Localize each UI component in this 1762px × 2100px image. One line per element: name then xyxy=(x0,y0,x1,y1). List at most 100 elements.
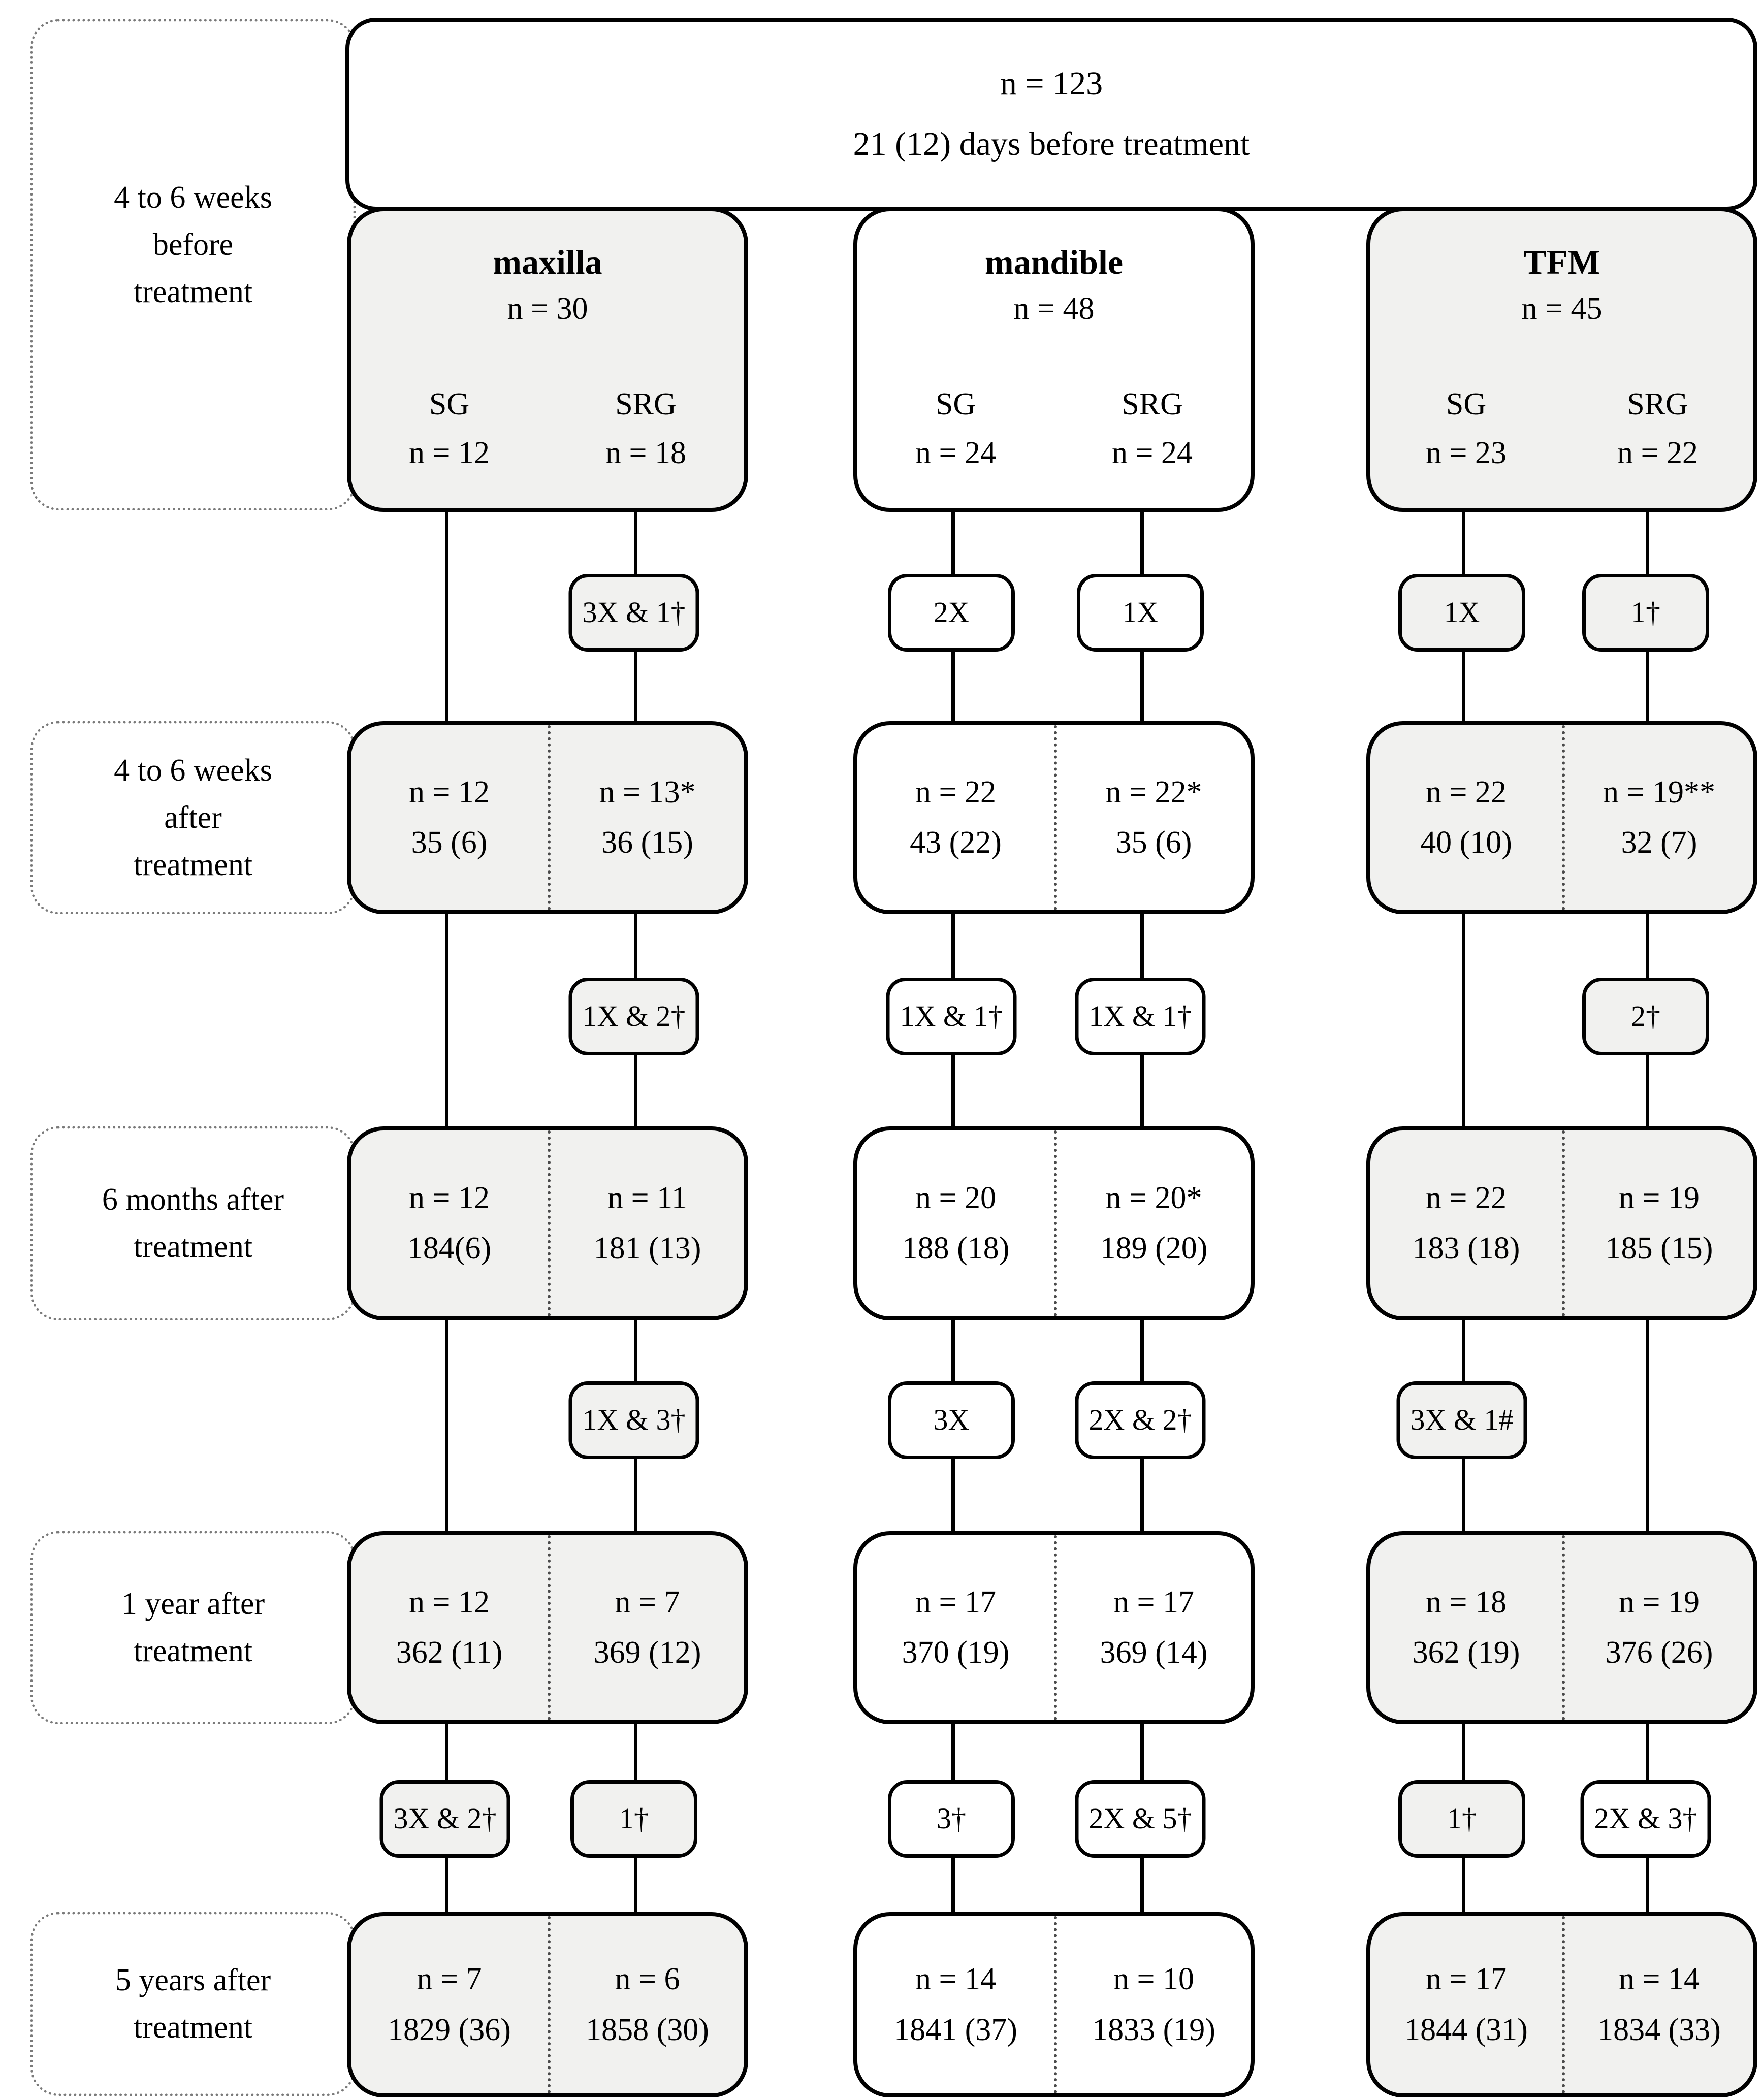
group-box-tfm: TFM n = 45 SG n = 23 SRG n = 22 xyxy=(1366,207,1757,512)
stage-box-maxilla-5-years: n = 7 1829 (36) n = 6 1858 (30) xyxy=(347,1912,748,2097)
stage-box-mandible-4-6-weeks: n = 22 43 (22) n = 22* 35 (6) xyxy=(853,721,1255,914)
subgroup-sg: SG n = 24 xyxy=(857,380,1054,477)
stage-n: n = 14 xyxy=(915,1962,996,1997)
dropout-mandible-srg-gap3: 2X & 2† xyxy=(1075,1381,1206,1459)
stage-sg: n = 7 1829 (36) xyxy=(351,1916,548,2093)
stage-sg: n = 22 43 (22) xyxy=(857,725,1054,910)
dropout-maxilla-srg-gap3: 1X & 3† xyxy=(568,1381,699,1459)
row-label-5-years-after: 5 years after treatment xyxy=(30,1912,356,2096)
stage-value: 1844 (31) xyxy=(1404,2012,1528,2047)
subgroup-n: n = 24 xyxy=(915,435,996,470)
stage-n: n = 22 xyxy=(915,774,996,810)
enrollment-box: n = 123 21 (12) days before treatment xyxy=(345,18,1757,211)
subgroup-sg: SG n = 23 xyxy=(1370,380,1562,477)
stage-box-maxilla-6-months: n = 12 184(6) n = 11 181 (13) xyxy=(347,1126,748,1320)
stage-value: 369 (12) xyxy=(593,1635,701,1670)
row-label-line: 1 year after xyxy=(121,1587,265,1621)
row-label-line: treatment xyxy=(133,1634,253,1668)
stage-srg: n = 19 185 (15) xyxy=(1562,1130,1753,1316)
stage-box-tfm-6-months: n = 22 183 (18) n = 19 185 (15) xyxy=(1366,1126,1757,1320)
stage-box-maxilla-4-6-weeks: n = 12 35 (6) n = 13* 36 (15) xyxy=(347,721,748,914)
dropout-maxilla-srg-gap2: 1X & 2† xyxy=(568,978,699,1055)
subgroup-label: SRG xyxy=(615,386,677,422)
enrollment-timing: 21 (12) days before treatment xyxy=(853,125,1250,163)
row-label-line: treatment xyxy=(133,847,253,882)
stage-srg: n = 10 1833 (19) xyxy=(1054,1916,1251,2093)
connector-maxilla-sg-gap2 xyxy=(445,912,448,1130)
group-subgroups: SG n = 12 SRG n = 18 xyxy=(351,380,744,477)
stage-value: 188 (18) xyxy=(902,1231,1010,1266)
stage-n: n = 6 xyxy=(615,1962,680,1997)
stage-sg: n = 17 1844 (31) xyxy=(1370,1916,1562,2093)
stage-n: n = 7 xyxy=(615,1585,680,1620)
stage-value: 183 (18) xyxy=(1412,1231,1520,1266)
dropout-tfm-srg-gap2: 2† xyxy=(1582,978,1709,1055)
stage-value: 35 (6) xyxy=(411,825,488,860)
stage-value: 1833 (19) xyxy=(1092,2012,1215,2047)
subgroup-sg: SG n = 12 xyxy=(351,380,548,477)
group-title: maxilla xyxy=(493,243,602,281)
stage-n: n = 19 xyxy=(1619,1180,1700,1215)
row-label-line: 5 years after xyxy=(115,1963,271,1997)
stage-value: 362 (11) xyxy=(396,1635,503,1670)
stage-sg: n = 18 362 (19) xyxy=(1370,1535,1562,1720)
group-title: mandible xyxy=(984,243,1124,281)
subgroup-label: SG xyxy=(429,386,470,422)
stage-box-tfm-1-year: n = 18 362 (19) n = 19 376 (26) xyxy=(1366,1531,1757,1724)
dropout-tfm-srg-gap1: 1† xyxy=(1582,574,1709,652)
dropout-maxilla-srg-gap1: 3X & 1† xyxy=(568,574,699,652)
stage-n: n = 20 xyxy=(915,1180,996,1215)
stage-value: 369 (14) xyxy=(1100,1635,1208,1670)
subgroup-srg: SRG n = 22 xyxy=(1562,380,1753,477)
stage-n: n = 20* xyxy=(1105,1180,1202,1215)
stage-n: n = 14 xyxy=(1619,1962,1700,1997)
stage-value: 1834 (33) xyxy=(1597,2012,1721,2047)
group-subgroups: SG n = 24 SRG n = 24 xyxy=(857,380,1251,477)
stage-value: 184(6) xyxy=(407,1231,492,1266)
stage-n: n = 17 xyxy=(1426,1962,1507,1997)
dropout-mandible-srg-gap2: 1X & 1† xyxy=(1075,978,1206,1055)
row-label-line: 4 to 6 weeks xyxy=(114,753,272,788)
connector-tfm-sg-gap2 xyxy=(1462,912,1465,1130)
dropout-tfm-sg-gap3: 3X & 1# xyxy=(1396,1381,1527,1459)
stage-sg: n = 20 188 (18) xyxy=(857,1130,1054,1316)
stage-n: n = 22 xyxy=(1426,1180,1507,1215)
dropout-mandible-srg-gap1: 1X xyxy=(1077,574,1204,652)
row-label-line: treatment xyxy=(133,2010,253,2045)
stage-srg: n = 11 181 (13) xyxy=(548,1130,744,1316)
subgroup-n: n = 23 xyxy=(1426,435,1507,470)
group-n: n = 48 xyxy=(1013,291,1095,326)
subgroup-srg: SRG n = 24 xyxy=(1054,380,1251,477)
row-label-line: 4 to 6 weeks xyxy=(114,180,272,215)
stage-srg: n = 13* 36 (15) xyxy=(548,725,744,910)
stage-sg: n = 12 184(6) xyxy=(351,1130,548,1316)
connector-tfm-srg-gap3 xyxy=(1646,1318,1649,1534)
row-label-4-6-weeks-after: 4 to 6 weeks after treatment xyxy=(30,721,356,914)
subgroup-n: n = 22 xyxy=(1617,435,1698,470)
dropout-mandible-sg-gap1: 2X xyxy=(888,574,1015,652)
row-label-line: treatment xyxy=(133,275,253,309)
group-box-mandible: mandible n = 48 SG n = 24 SRG n = 24 xyxy=(853,207,1255,512)
stage-n: n = 13* xyxy=(599,774,696,810)
row-label-line: after xyxy=(164,800,222,835)
stage-box-tfm-5-years: n = 17 1844 (31) n = 14 1834 (33) xyxy=(1366,1912,1757,2097)
stage-srg: n = 19 376 (26) xyxy=(1562,1535,1753,1720)
stage-srg: n = 14 1834 (33) xyxy=(1562,1916,1753,2093)
row-label-line: before xyxy=(152,228,234,262)
dropout-tfm-sg-gap1: 1X xyxy=(1398,574,1525,652)
row-label-line: 6 months after xyxy=(102,1182,284,1217)
group-box-maxilla: maxilla n = 30 SG n = 12 SRG n = 18 xyxy=(347,207,748,512)
subgroup-label: SRG xyxy=(1122,386,1183,422)
stage-srg: n = 6 1858 (30) xyxy=(548,1916,744,2093)
stage-n: n = 10 xyxy=(1113,1962,1194,1997)
stage-value: 1858 (30) xyxy=(586,2012,709,2047)
stage-srg: n = 19** 32 (7) xyxy=(1562,725,1753,910)
group-n: n = 30 xyxy=(507,291,588,326)
enrollment-n: n = 123 xyxy=(1000,65,1103,103)
stage-value: 185 (15) xyxy=(1605,1231,1713,1266)
connector-maxilla-sg-gap3 xyxy=(445,1318,448,1534)
stage-box-mandible-1-year: n = 17 370 (19) n = 17 369 (14) xyxy=(853,1531,1255,1724)
stage-value: 1841 (37) xyxy=(894,2012,1017,2047)
stage-value: 35 (6) xyxy=(1115,825,1192,860)
